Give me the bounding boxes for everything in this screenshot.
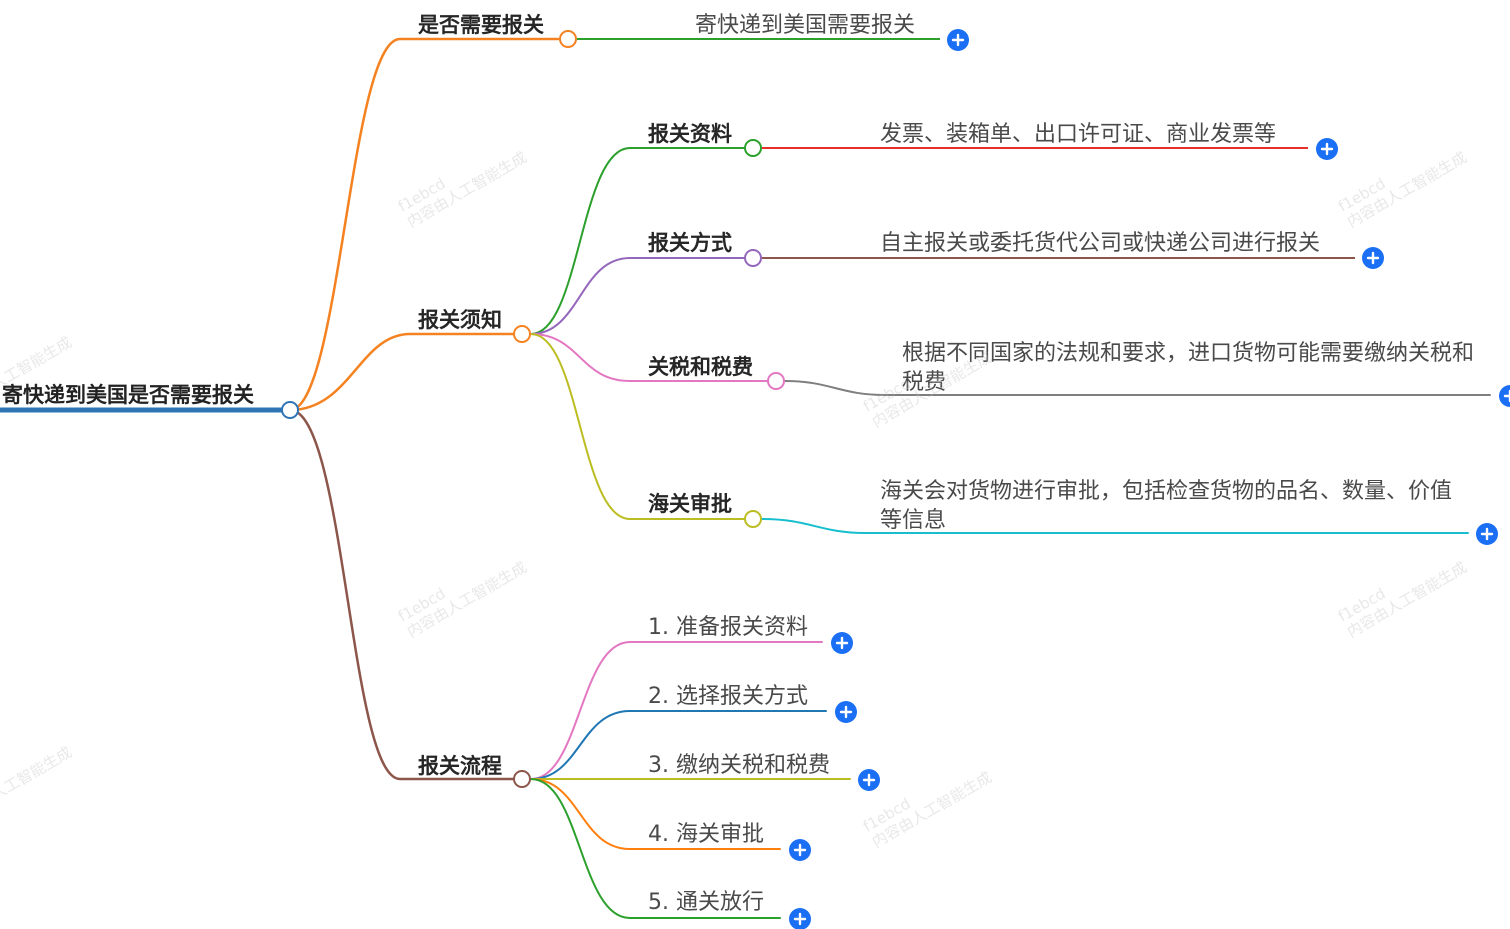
link-notes-taxes [530, 333, 768, 382]
link-notes-method [530, 257, 745, 335]
root-node-circle[interactable] [281, 401, 299, 419]
node-taxes-circle[interactable] [767, 372, 785, 390]
link-notes-docs [530, 147, 745, 335]
expand-plus-icon[interactable] [789, 839, 811, 861]
expand-plus-icon[interactable] [831, 632, 853, 654]
expand-plus-icon[interactable] [858, 769, 880, 791]
process-step-5[interactable]: 5. 通关放行 [648, 890, 764, 915]
leaf-duties-and-taxes[interactable]: 根据不同国家的法规和要求，进口货物可能需要缴纳关税和税费 [902, 341, 1475, 395]
link-process-step-1 [530, 641, 823, 780]
link-root-notes [288, 332, 515, 412]
leaf-customs-method[interactable]: 自主报关或委托货代公司或快递公司进行报关 [880, 231, 1321, 256]
expand-plus-icon[interactable] [1316, 138, 1338, 160]
topic-customs-documents[interactable]: 报关资料 [648, 122, 732, 146]
branch-need-customs[interactable]: 是否需要报关 [418, 13, 544, 37]
node-approval-circle[interactable] [744, 510, 762, 528]
topic-duties-and-taxes[interactable]: 关税和税费 [648, 355, 753, 379]
link-root-need [288, 37, 560, 412]
topic-customs-approval[interactable]: 海关审批 [648, 492, 732, 516]
topic-customs-method[interactable]: 报关方式 [648, 231, 732, 255]
process-step-1[interactable]: 1. 准备报关资料 [648, 615, 808, 640]
link-approval-leaf [761, 518, 1469, 534]
leaf-need-customs-answer[interactable]: 寄快递到美国需要报关 [695, 13, 916, 38]
link-taxes-leaf [784, 380, 1491, 396]
link-process-step-2 [530, 710, 827, 780]
leaf-customs-approval[interactable]: 海关会对货物进行审批，包括检查货物的品名、数量、价值等信息 [880, 479, 1453, 533]
process-step-3[interactable]: 3. 缴纳关税和税费 [648, 753, 830, 778]
link-notes-approval [530, 333, 745, 520]
node-notes-circle[interactable] [513, 325, 531, 343]
expand-plus-icon[interactable] [947, 29, 969, 51]
expand-plus-icon[interactable] [1476, 523, 1498, 545]
node-process-circle[interactable] [513, 770, 531, 788]
expand-plus-icon[interactable] [789, 908, 811, 929]
link-process-step-5 [530, 778, 781, 919]
process-step-2[interactable]: 2. 选择报关方式 [648, 684, 808, 709]
leaf-customs-documents[interactable]: 发票、装箱单、出口许可证、商业发票等 [880, 122, 1277, 147]
link-root-process [288, 408, 515, 781]
root-topic[interactable]: 寄快递到美国是否需要报关 [2, 383, 254, 407]
node-docs-circle[interactable] [744, 139, 762, 157]
expand-plus-icon[interactable] [1499, 385, 1510, 407]
process-step-4[interactable]: 4. 海关审批 [648, 822, 764, 847]
branch-customs-process[interactable]: 报关流程 [418, 754, 502, 778]
node-need-circle[interactable] [559, 30, 577, 48]
expand-plus-icon[interactable] [835, 701, 857, 723]
node-method-circle[interactable] [744, 249, 762, 267]
expand-plus-icon[interactable] [1362, 247, 1384, 269]
link-process-step-4 [530, 778, 781, 850]
branch-customs-notes[interactable]: 报关须知 [418, 308, 502, 332]
